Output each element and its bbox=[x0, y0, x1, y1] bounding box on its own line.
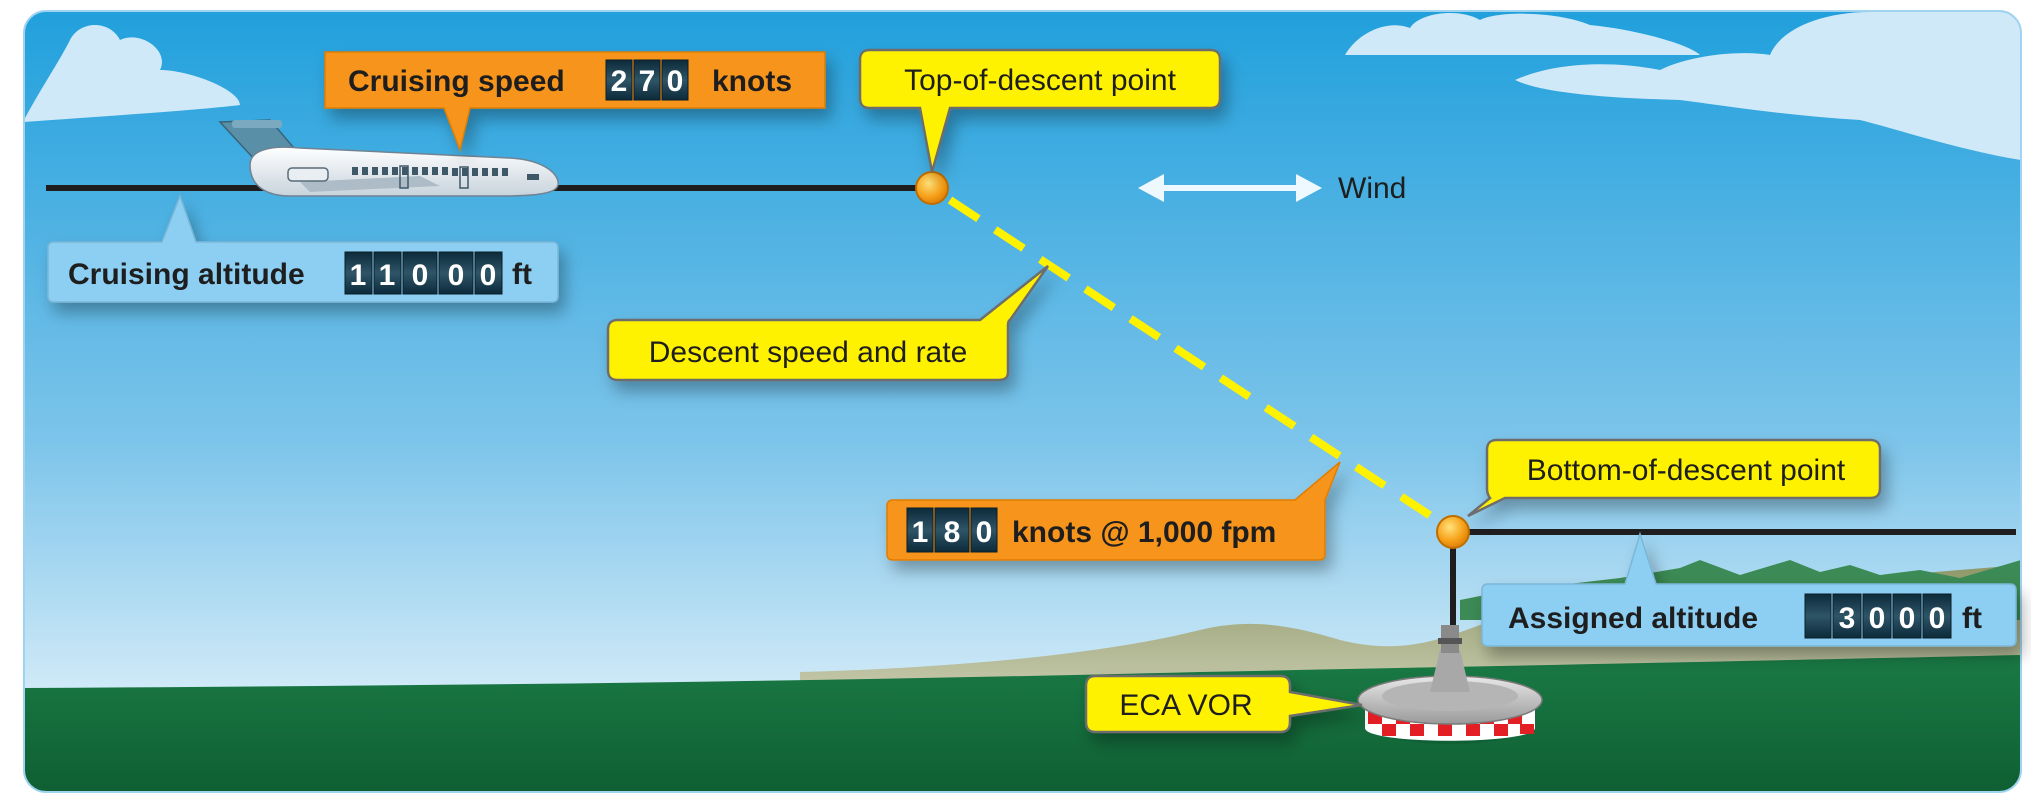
vor-callout: ECA VOR bbox=[1084, 674, 1363, 734]
descent-speed-rate-callout: Descent speed and rate bbox=[606, 265, 1050, 382]
vor-station bbox=[1357, 532, 1543, 744]
wind-arrow-icon bbox=[1138, 174, 1322, 202]
assigned-altitude-digit: 0 bbox=[1929, 602, 1946, 635]
scene bbox=[24, 11, 2021, 792]
frame-border bbox=[23, 10, 2022, 793]
wind-label: Wind bbox=[1338, 172, 1406, 205]
assigned-altitude-digit: 3 bbox=[1839, 602, 1856, 635]
vor-label: ECA VOR bbox=[1119, 689, 1252, 722]
cruising-altitude-digit: 0 bbox=[412, 259, 429, 292]
descent-speed-digit: 8 bbox=[944, 516, 961, 549]
assigned-altitude-callout: Assigned altitude 3 0 0 0 ft bbox=[1481, 531, 2017, 647]
top-of-descent-label: Top-of-descent point bbox=[904, 64, 1176, 97]
cruising-altitude-digit: 0 bbox=[480, 259, 497, 292]
cruising-altitude-digit: 0 bbox=[448, 259, 465, 292]
assigned-altitude-suffix: ft bbox=[1962, 602, 1982, 635]
cruising-speed-digit: 0 bbox=[667, 65, 684, 98]
cruising-speed-prefix: Cruising speed bbox=[348, 65, 565, 98]
descent-speed-digit: 1 bbox=[912, 516, 929, 549]
top-of-descent-marker bbox=[915, 171, 949, 205]
top-of-descent-callout: Top-of-descent point bbox=[858, 48, 1222, 173]
bottom-of-descent-marker bbox=[1436, 515, 1470, 549]
cruising-altitude-digit: 1 bbox=[350, 259, 367, 292]
descent-speed-suffix: knots @ 1,000 fpm bbox=[1012, 516, 1276, 549]
descent-speed-value-callout: 1 8 0 knots @ 1,000 fpm bbox=[886, 461, 1341, 561]
assigned-altitude-digit: 0 bbox=[1899, 602, 1916, 635]
assigned-altitude-prefix: Assigned altitude bbox=[1508, 602, 1758, 635]
bottom-of-descent-label: Bottom-of-descent point bbox=[1527, 454, 1846, 487]
cruising-speed-digit: 7 bbox=[639, 65, 656, 98]
cruising-altitude-digit: 1 bbox=[379, 259, 396, 292]
airplane bbox=[218, 119, 559, 197]
descent-speed-digit: 0 bbox=[976, 516, 993, 549]
descent-path bbox=[947, 196, 1443, 526]
descent-speed-rate-label: Descent speed and rate bbox=[649, 336, 968, 369]
assigned-altitude-digit: 0 bbox=[1869, 602, 1886, 635]
bottom-of-descent-callout: Bottom-of-descent point bbox=[1467, 438, 1882, 518]
cruising-speed-suffix: knots bbox=[712, 65, 792, 98]
cruising-altitude-callout: Cruising altitude 1 1 0 0 0 ft bbox=[47, 193, 559, 303]
cruising-speed-callout: Cruising speed 2 7 0 knots bbox=[324, 51, 826, 153]
cruising-altitude-prefix: Cruising altitude bbox=[68, 258, 305, 291]
cruising-altitude-suffix: ft bbox=[512, 258, 532, 291]
clouds bbox=[24, 12, 2021, 160]
cruising-speed-digit: 2 bbox=[611, 65, 628, 98]
